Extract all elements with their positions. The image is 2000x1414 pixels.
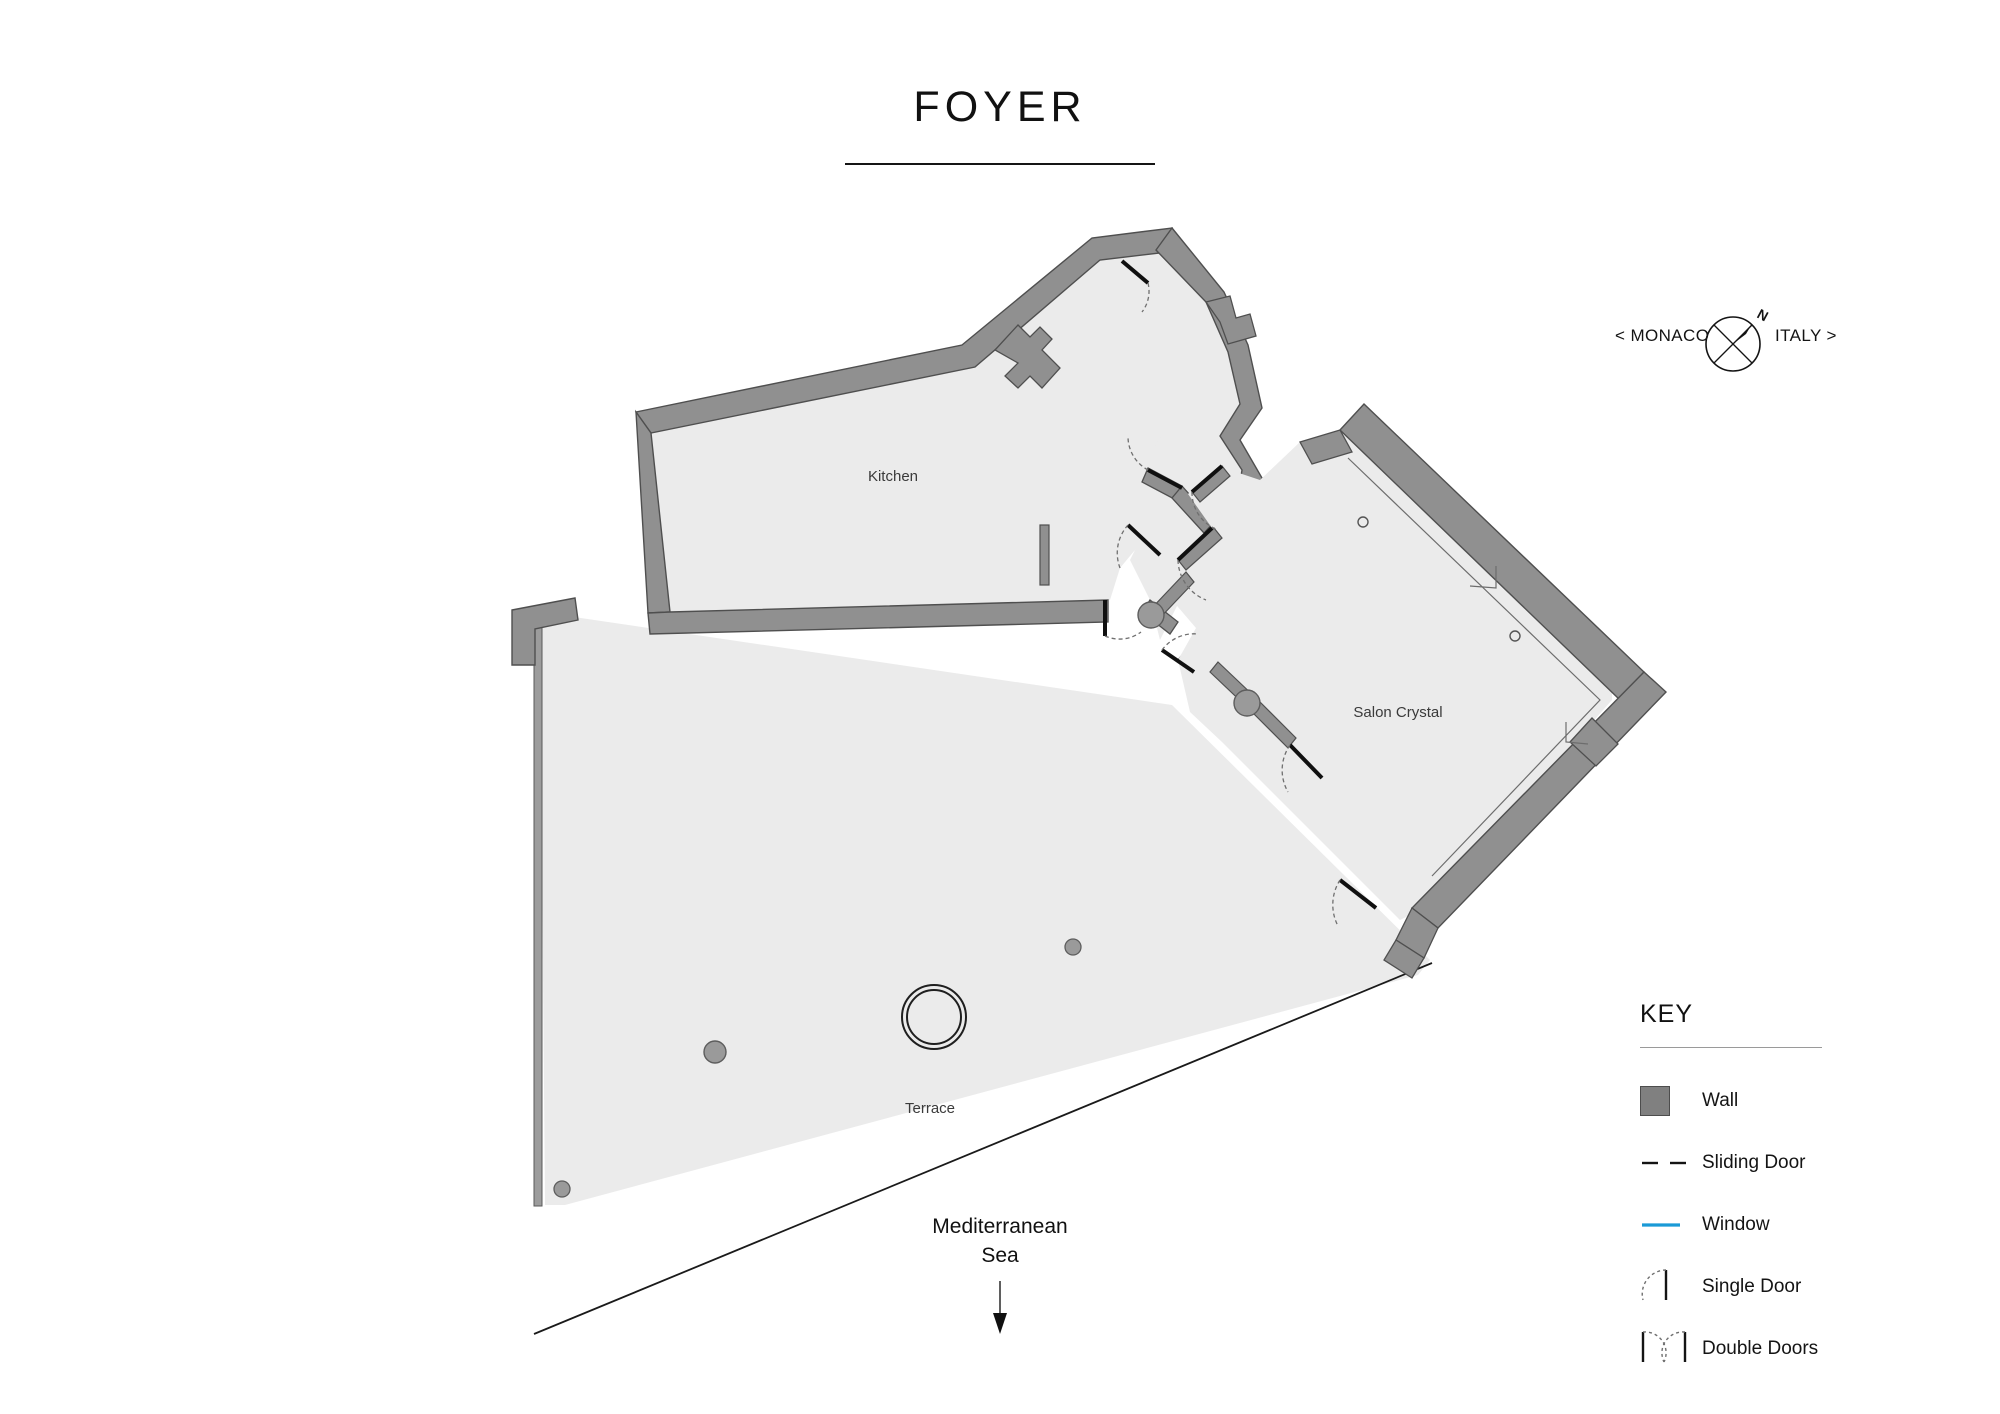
room-terrace: Terrace	[511, 597, 1430, 1207]
double-doors-icon	[1640, 1329, 1702, 1369]
single-door-top	[1120, 259, 1150, 313]
key-label-wall: Wall	[1702, 1090, 1739, 1111]
terrace-column-corner	[553, 1180, 571, 1198]
single-door-corridor-mid	[1116, 523, 1162, 569]
single-door-salon-lower	[1160, 633, 1199, 674]
key-label-window: Window	[1702, 1214, 1770, 1235]
key-item-sliding-door: Sliding Door	[1640, 1132, 1960, 1194]
salon-marker-a	[1357, 516, 1369, 528]
salon-marker-b	[1509, 630, 1521, 642]
doors-group	[1103, 259, 1378, 927]
terrace-column	[703, 1040, 727, 1064]
single-door-kitchen-east	[1103, 600, 1142, 640]
title-block: FOYER	[0, 86, 2000, 165]
single-door-salon-bottom	[1281, 743, 1324, 793]
compass-label-italy: ITALY >	[1775, 326, 1837, 345]
sea-annotation: Mediterranean Sea	[932, 1215, 1068, 1334]
key-item-wall: Wall	[1640, 1070, 1960, 1132]
room-label-terrace: Terrace	[905, 1100, 955, 1117]
wall-swatch-icon	[1640, 1081, 1702, 1121]
terrace-fountain-outer	[901, 984, 967, 1050]
room-kitchen: Kitchen	[634, 227, 1215, 635]
shoreline	[533, 962, 1433, 1335]
sea-arrow-head-icon	[993, 1313, 1007, 1334]
salon-column-left	[1137, 601, 1165, 629]
sea-label-line1: Mediterranean	[932, 1215, 1067, 1238]
single-door-salon-mid	[1176, 526, 1214, 601]
key-divider	[1640, 1047, 1822, 1048]
title-divider	[845, 163, 1155, 165]
room-label-salon-crystal: Salon Crystal	[1353, 704, 1442, 721]
key-item-window: Window	[1640, 1194, 1960, 1256]
sliding-door-icon	[1640, 1143, 1702, 1183]
terrace-column-small	[1064, 938, 1082, 956]
key-label-single-door: Single Door	[1702, 1276, 1802, 1297]
single-door-salon-terrace	[1332, 878, 1378, 927]
compass-block: < MONACO ITALY > N	[1615, 300, 1855, 380]
room-salon-crystal: Salon Crystal	[1137, 403, 1668, 979]
compass-label-monaco: < MONACO	[1615, 326, 1710, 345]
key-item-single-door: Single Door	[1640, 1256, 1960, 1318]
key-legend: KEY Wall Sliding Door Window	[1640, 1000, 1960, 1380]
room-label-kitchen: Kitchen	[868, 468, 918, 485]
key-title: KEY	[1640, 1000, 1694, 1028]
single-door-corridor-upper	[1127, 436, 1183, 490]
salon-column-lower	[1233, 689, 1261, 717]
compass-rose-icon: N	[1705, 306, 1771, 372]
key-item-double-doors: Double Doors	[1640, 1318, 1960, 1380]
single-door-icon	[1640, 1267, 1702, 1307]
page-title: FOYER	[913, 83, 1087, 131]
window-line-icon	[1640, 1205, 1702, 1245]
sea-label-line2: Sea	[981, 1244, 1019, 1267]
terrace-fountain-inner	[906, 989, 962, 1045]
key-label-sliding-door: Sliding Door	[1702, 1152, 1806, 1173]
single-door-salon-upper	[1190, 464, 1224, 531]
key-label-double-doors: Double Doors	[1702, 1338, 1819, 1359]
